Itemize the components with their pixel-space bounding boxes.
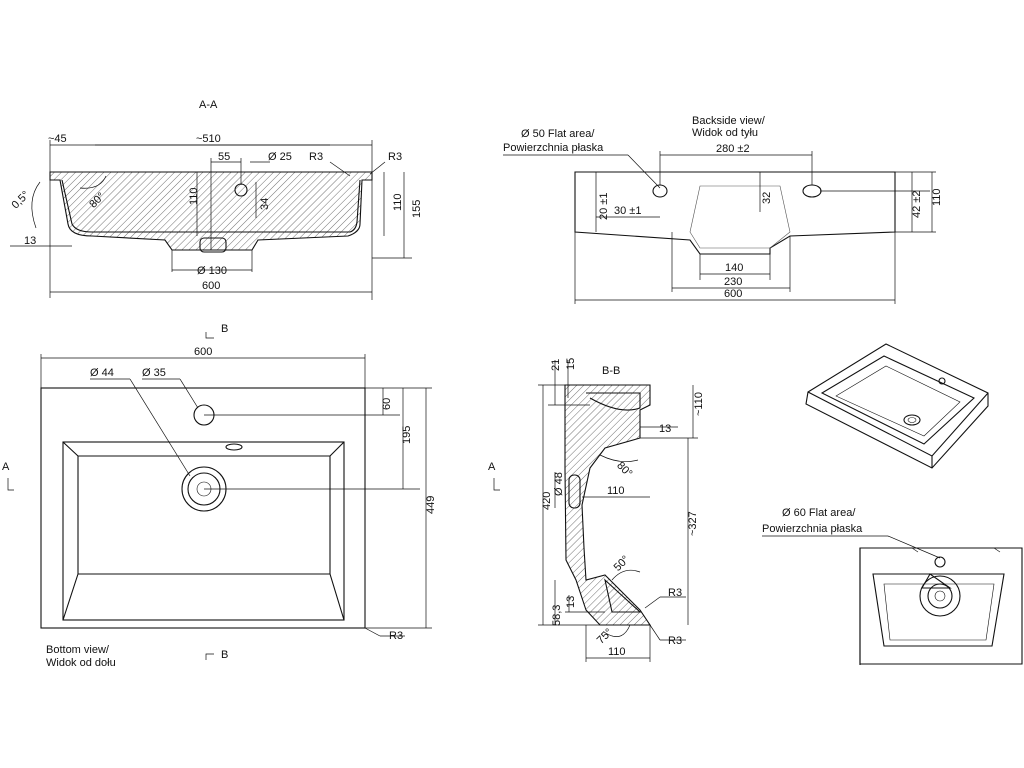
dim-600-bottom: 600 <box>194 346 212 358</box>
angle-05: 0,5° <box>10 189 32 211</box>
backside-flat-2: Powierzchnia płaska <box>503 142 604 154</box>
dim-20: 20 ±1 <box>598 193 610 220</box>
backside-title-2: Widok od tyłu <box>692 127 758 139</box>
section-bb-profile <box>564 384 652 626</box>
dim-110-b: 110 <box>392 193 404 211</box>
dim-55: 55 <box>218 151 230 163</box>
dim-35: Ø 35 <box>142 367 166 379</box>
section-aa-title: A-A <box>199 99 218 111</box>
bottom-title-1: Bottom view/ <box>46 644 110 656</box>
section-aa-view: A-A ~45 ~510 55 Ø 25 R3 R3 0,5° 80° 110 … <box>10 99 423 300</box>
section-bb-view: B-B 420 21 15 ~110 13 80° Ø 48 110 ~327 … <box>488 358 705 662</box>
dim-30: 30 ±1 <box>614 205 641 217</box>
angle-80-bb: 80° <box>614 460 634 480</box>
marker-a-bb: A <box>488 461 496 473</box>
dim-130: Ø 130 <box>197 265 227 277</box>
dim-110-a: 110 <box>188 187 200 205</box>
dim-449: 449 <box>425 496 437 514</box>
dim-34: 34 <box>259 198 271 210</box>
dim-60: 60 <box>381 398 393 410</box>
backside-view: Backside view/ Widok od tyłu Ø 50 Flat a… <box>503 115 943 304</box>
backside-flat-1: Ø 50 Flat area/ <box>521 128 595 140</box>
dim-r3-bottom: R3 <box>389 630 403 642</box>
bottom-outline <box>40 387 366 629</box>
bottom-title-2: Widok od dołu <box>46 657 116 669</box>
dim-110-back: 110 <box>931 188 943 206</box>
dim-110-bb-a: ~110 <box>693 392 705 416</box>
dim-195: 195 <box>401 426 413 444</box>
dim-510: ~510 <box>196 133 221 145</box>
dim-21: 21 <box>550 359 562 371</box>
detail-flat-1: Ø 60 Flat area/ <box>782 507 856 519</box>
section-bb-title: B-B <box>602 365 620 377</box>
dim-15: 15 <box>565 358 577 370</box>
dim-600-aa: 600 <box>202 280 220 292</box>
dim-25: Ø 25 <box>268 151 292 163</box>
dim-230: 230 <box>724 276 742 288</box>
dim-140: 140 <box>725 262 743 274</box>
dim-583: 58,3 <box>551 605 563 626</box>
dim-110-bb-c: 110 <box>608 646 626 658</box>
dim-32: 32 <box>761 192 773 204</box>
dim-327: ~327 <box>687 511 699 536</box>
bottom-view: 600 Ø 44 Ø 35 60 195 449 R3 Bottom view/… <box>2 323 437 669</box>
isometric-view <box>805 343 989 469</box>
dim-600-back: 600 <box>724 288 742 300</box>
dim-42: 42 ±2 <box>911 191 923 218</box>
marker-a-left: A <box>2 461 10 473</box>
angle-75: 75° <box>595 626 615 646</box>
dim-45: ~45 <box>48 133 67 145</box>
dim-13: 13 <box>24 235 36 247</box>
marker-b-bottom: B <box>221 649 228 661</box>
marker-b-top: B <box>221 323 228 335</box>
backside-outline <box>574 171 896 255</box>
dim-110-bb-b: 110 <box>607 485 625 497</box>
dim-r3-a: R3 <box>309 151 323 163</box>
detail-flat-2: Powierzchnia płaska <box>762 523 863 535</box>
dim-280: 280 ±2 <box>716 143 750 155</box>
dim-155: 155 <box>411 200 423 218</box>
dim-44: Ø 44 <box>90 367 114 379</box>
dim-13-a: 13 <box>659 423 671 435</box>
dim-13-b: 13 <box>565 596 577 608</box>
dim-r3-bb-a: R3 <box>668 587 682 599</box>
dim-r3-bb-b: R3 <box>668 635 682 647</box>
dim-r3-b: R3 <box>388 151 402 163</box>
dim-420: 420 <box>541 492 553 510</box>
angle-50: 50° <box>612 554 632 574</box>
backside-title-1: Backside view/ <box>692 115 766 127</box>
top-detail-view: Ø 60 Flat area/ Powierzchnia płaska <box>762 507 1023 665</box>
dim-48: Ø 48 <box>553 472 565 496</box>
